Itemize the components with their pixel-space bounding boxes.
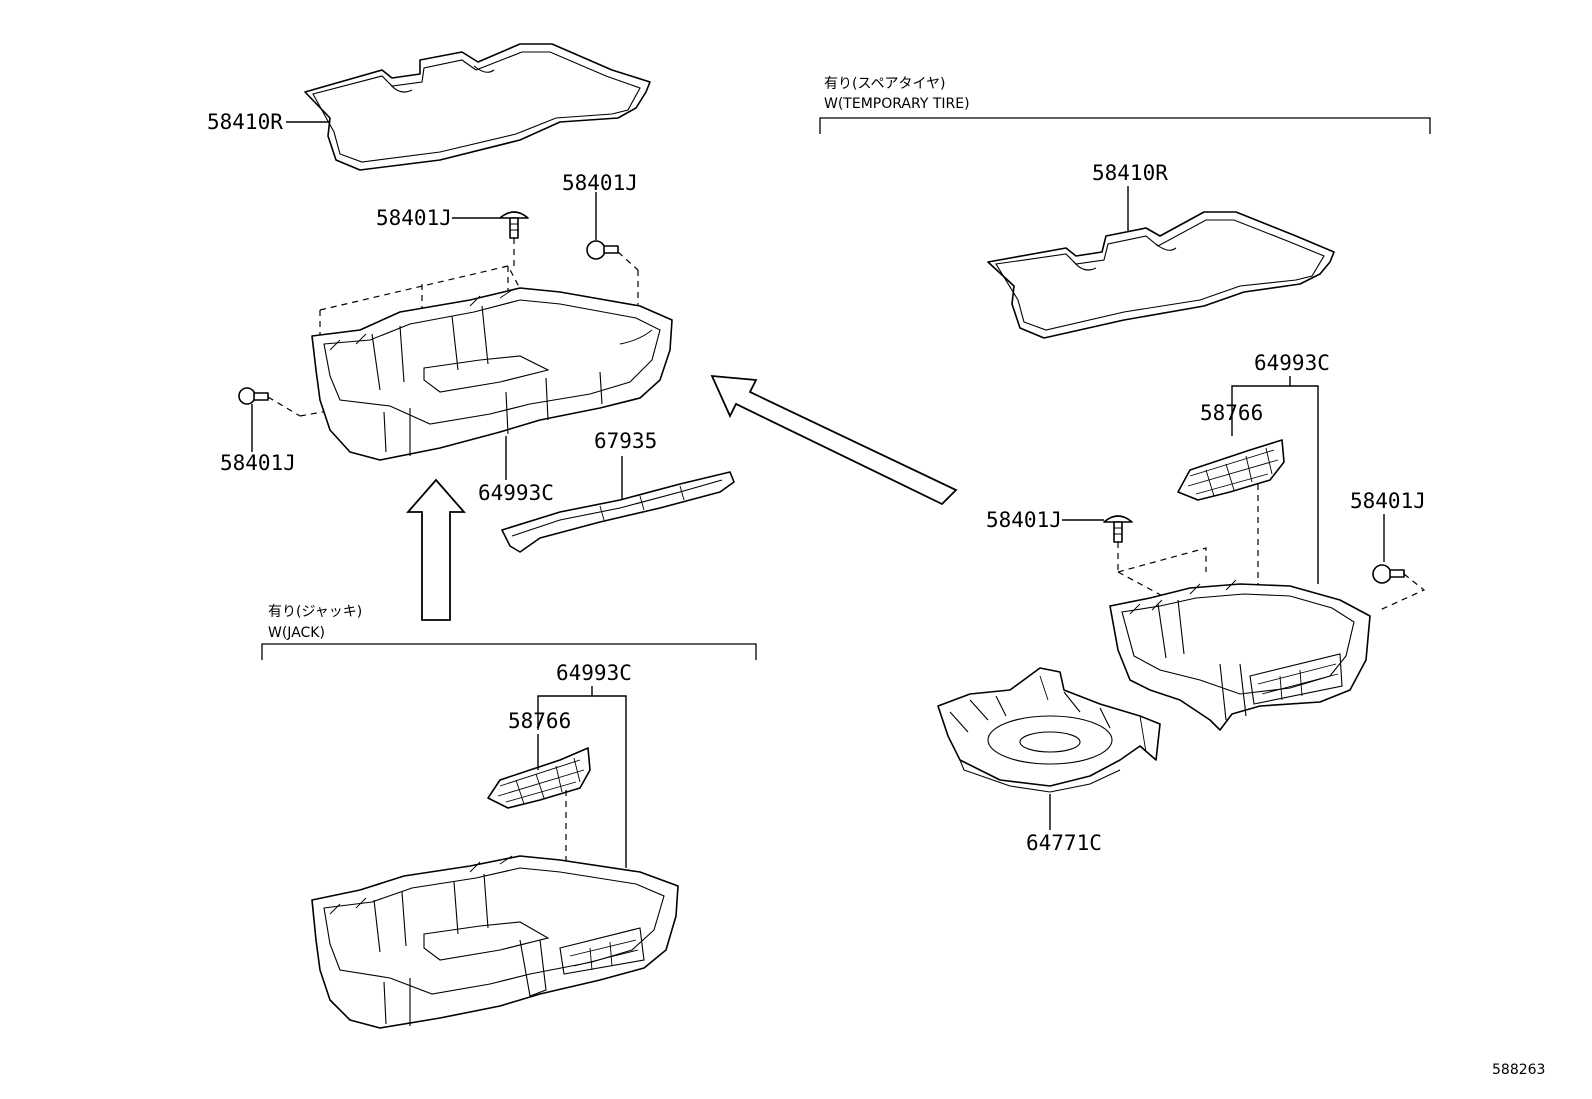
label-58401j-right-a: 58401J (986, 508, 1062, 532)
group-bracket-jack (261, 643, 757, 660)
label-58766-right: 58766 (1200, 401, 1263, 425)
group-label-jack-en: W(JACK) (268, 625, 325, 641)
scuff-plate[interactable] (501, 471, 735, 553)
arrow-up-icon (406, 478, 466, 621)
grille-cover-bottom[interactable] (487, 747, 591, 809)
group-label-tire-en: W(TEMPORARY TIRE) (824, 96, 970, 112)
label-67935: 67935 (594, 429, 657, 453)
luggage-box-top[interactable] (311, 287, 673, 461)
label-58766-bottom: 58766 (508, 709, 571, 733)
group-label-jack-jp: 有り(ジャッキ) (268, 604, 362, 620)
label-64993c-right: 64993C (1254, 351, 1330, 375)
label-58401j-c: 58401J (220, 451, 296, 475)
group-bracket-tire (819, 117, 1431, 134)
luggage-box-bottom[interactable] (311, 855, 679, 1029)
clip-icon-right-b[interactable] (1372, 564, 1405, 584)
label-58401j-b: 58401J (562, 171, 638, 195)
luggage-box-right[interactable] (1109, 579, 1371, 731)
spare-tire-tray[interactable] (937, 667, 1161, 793)
label-58410r-right: 58410R (1092, 161, 1168, 185)
label-64771c: 64771C (1026, 831, 1102, 855)
group-label-tire-jp: 有り(スペアタイヤ) (824, 76, 946, 92)
label-64993c-bottom: 64993C (556, 661, 632, 685)
floor-mat-right[interactable] (987, 211, 1335, 339)
grille-cover-right[interactable] (1177, 439, 1285, 501)
label-58401j-right-b: 58401J (1350, 489, 1426, 513)
label-58401j-a: 58401J (376, 206, 452, 230)
clip-icon-right-a[interactable] (1103, 515, 1133, 543)
diagram-id: 588263 (1492, 1062, 1545, 1078)
floor-mat-top[interactable] (304, 43, 651, 171)
clip-icon-b[interactable] (586, 240, 619, 260)
clip-icon-c[interactable] (238, 387, 269, 405)
clip-icon-a[interactable] (499, 211, 529, 239)
arrow-diagonal-icon (710, 374, 958, 506)
label-64993c-top: 64993C (478, 481, 554, 505)
label-58410r-top: 58410R (207, 110, 283, 134)
